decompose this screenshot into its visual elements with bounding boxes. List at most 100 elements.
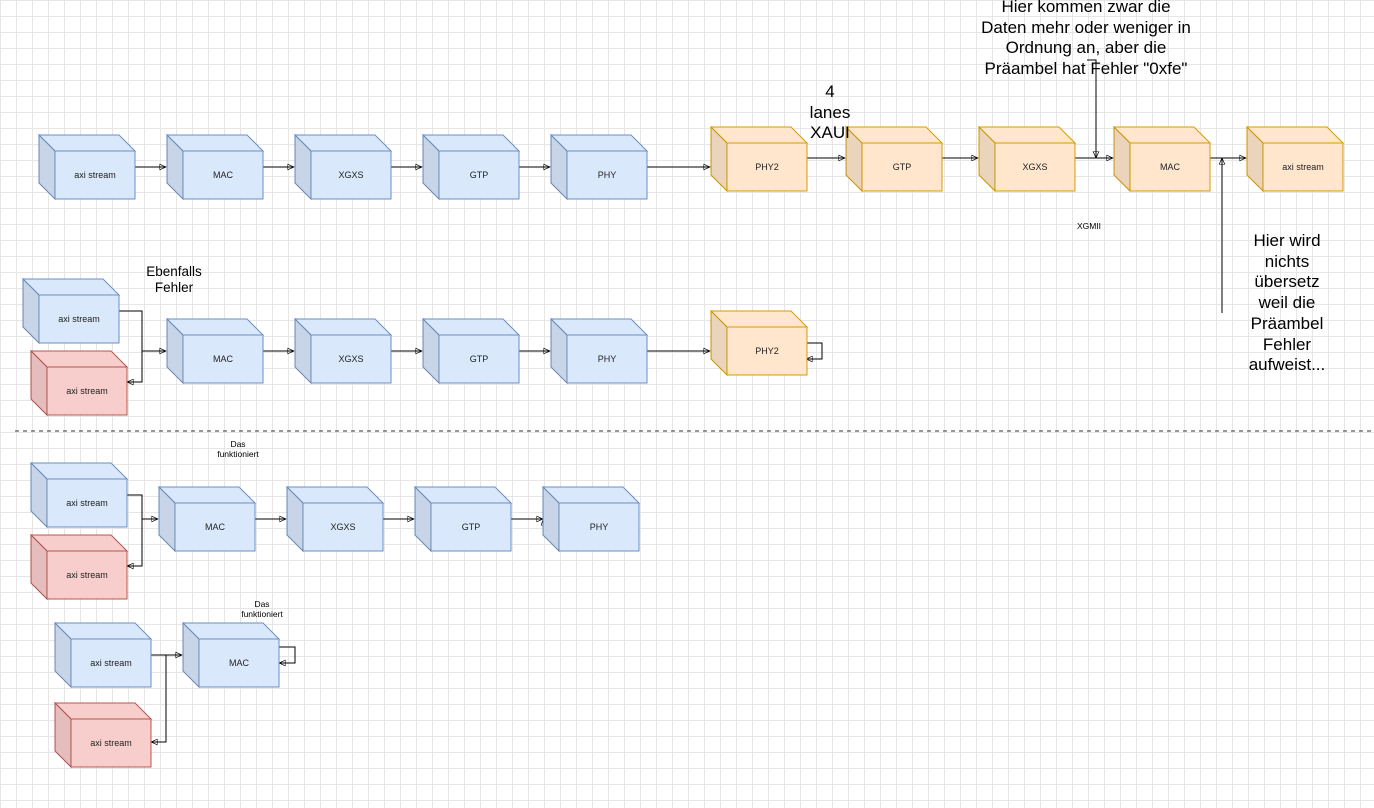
block-face bbox=[414, 485, 432, 553]
edge-r3-axi-mac[interactable] bbox=[127, 494, 158, 519]
block-face bbox=[1246, 125, 1264, 193]
block-r4-1[interactable]: axi stream bbox=[53, 701, 153, 769]
block-r2-0[interactable]: axi stream bbox=[21, 277, 121, 345]
block-face bbox=[22, 277, 40, 345]
block-r1-0[interactable]: axi stream bbox=[37, 133, 137, 201]
block-shape bbox=[293, 133, 393, 201]
block-face bbox=[1112, 126, 1212, 144]
note-line: funktioniert bbox=[217, 449, 259, 460]
block-r2-2[interactable]: MAC bbox=[165, 317, 265, 385]
block-shade bbox=[183, 623, 199, 687]
block-shape bbox=[421, 133, 521, 201]
block-face bbox=[286, 485, 304, 553]
block-shape bbox=[29, 349, 129, 417]
block-r3-2[interactable]: MAC bbox=[157, 485, 257, 553]
block-shape bbox=[53, 621, 153, 689]
block-shade bbox=[23, 279, 39, 343]
block-r2-4[interactable]: GTP bbox=[421, 317, 521, 385]
block-face bbox=[181, 622, 281, 640]
block-face bbox=[294, 133, 312, 201]
edge-r2-phy2-loop[interactable] bbox=[806, 342, 823, 359]
edge-r2-axi-mac[interactable] bbox=[119, 310, 166, 351]
block-label: axi stream bbox=[58, 314, 100, 324]
block-r3-5[interactable]: PHY bbox=[541, 485, 641, 553]
block-face bbox=[29, 534, 129, 552]
block-r1-5[interactable]: PHY2 bbox=[709, 125, 809, 193]
block-shade bbox=[1114, 127, 1130, 191]
block-r4-2[interactable]: MAC bbox=[181, 621, 281, 689]
block-face bbox=[165, 134, 265, 152]
block-r3-4[interactable]: GTP bbox=[413, 485, 513, 553]
block-shape bbox=[549, 133, 649, 201]
block-face bbox=[30, 349, 48, 417]
note-lanes-line: XAUI bbox=[810, 123, 850, 143]
note-lanes: 4 lanes XAUI bbox=[802, 82, 858, 144]
block-face bbox=[422, 133, 440, 201]
block-r2-6[interactable]: PHY2 bbox=[709, 309, 809, 377]
note-lanes-line: 4 bbox=[825, 82, 835, 101]
block-r1-1[interactable]: MAC bbox=[165, 133, 265, 201]
block-r4-0[interactable]: axi stream bbox=[53, 621, 153, 689]
block-label: GTP bbox=[461, 522, 481, 532]
block-label: MAC bbox=[213, 170, 233, 180]
block-label: PHY bbox=[597, 170, 617, 180]
block-r2-5[interactable]: PHY bbox=[549, 317, 649, 385]
block-face bbox=[977, 126, 1077, 144]
block-shape bbox=[157, 485, 257, 553]
block-face bbox=[710, 125, 728, 193]
edge-r4-mac-loop[interactable] bbox=[279, 646, 296, 663]
block-r1-4[interactable]: PHY bbox=[549, 133, 649, 201]
block-face bbox=[158, 485, 176, 553]
block-shape bbox=[709, 309, 809, 377]
block-r1-9[interactable]: axi stream bbox=[1245, 125, 1345, 193]
block-shape bbox=[421, 317, 521, 385]
block-r3-1[interactable]: axi stream bbox=[29, 533, 129, 601]
block-label: PHY bbox=[589, 522, 609, 532]
block-r1-7[interactable]: XGXS bbox=[977, 125, 1077, 193]
block-shade bbox=[551, 319, 567, 383]
edge-r4-loop-red[interactable] bbox=[151, 655, 167, 742]
block-label: PHY bbox=[597, 354, 617, 364]
block-face bbox=[709, 310, 809, 328]
block-r2-1[interactable]: axi stream bbox=[29, 349, 129, 417]
note-funktioniert-1: Das funktioniert bbox=[203, 439, 273, 460]
block-shade bbox=[295, 135, 311, 199]
block-r1-6[interactable]: GTP bbox=[844, 125, 944, 193]
block-face bbox=[30, 461, 48, 529]
block-face bbox=[54, 621, 72, 689]
block-r1-8[interactable]: MAC bbox=[1112, 125, 1212, 193]
block-shade bbox=[711, 311, 727, 375]
edge-r3-loop-red[interactable] bbox=[127, 519, 143, 566]
edge-r2-loop-red[interactable] bbox=[127, 351, 143, 382]
block-face bbox=[550, 317, 568, 385]
edge-note-praeambel[interactable] bbox=[1087, 59, 1096, 158]
block-face bbox=[421, 318, 521, 336]
block-label: XGXS bbox=[338, 354, 364, 364]
block-shade bbox=[711, 127, 727, 191]
block-face bbox=[710, 309, 728, 377]
note-line: Das bbox=[230, 439, 246, 449]
note-line: Fehler bbox=[1262, 334, 1312, 354]
block-shade bbox=[167, 135, 183, 199]
block-face bbox=[541, 486, 641, 504]
block-face bbox=[421, 134, 521, 152]
note-line: Präambel bbox=[1250, 313, 1324, 333]
block-shape bbox=[165, 317, 265, 385]
block-r2-3[interactable]: XGXS bbox=[293, 317, 393, 385]
block-r3-3[interactable]: XGXS bbox=[285, 485, 385, 553]
block-r1-3[interactable]: GTP bbox=[421, 133, 521, 201]
note-line: Ebenfalls bbox=[146, 264, 202, 279]
block-label: GTP bbox=[469, 170, 489, 180]
block-face bbox=[285, 486, 385, 504]
block-shade bbox=[31, 463, 47, 527]
note-nicht-uebersetzt: Hier wird nichts übersetz weil die Präam… bbox=[1232, 231, 1342, 376]
block-shade bbox=[39, 135, 55, 199]
block-face bbox=[293, 318, 393, 336]
block-face bbox=[293, 134, 393, 152]
block-shape bbox=[1245, 125, 1345, 193]
block-r1-2[interactable]: XGXS bbox=[293, 133, 393, 201]
block-r3-0[interactable]: axi stream bbox=[29, 461, 129, 529]
note-line: übersetz bbox=[1254, 272, 1320, 292]
block-face bbox=[1245, 126, 1345, 144]
